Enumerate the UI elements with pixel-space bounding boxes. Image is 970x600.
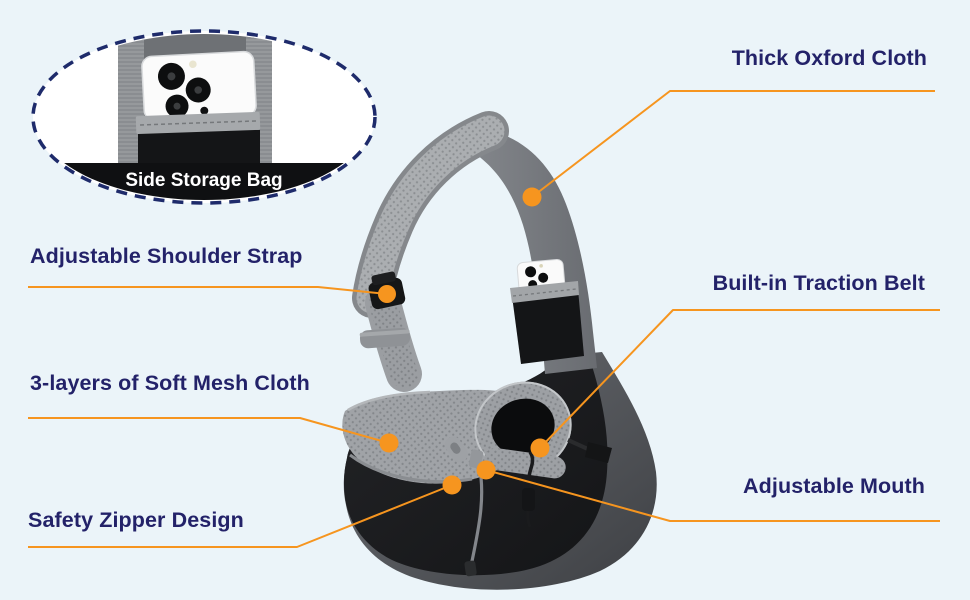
- leader-adjustable-mouth: [485, 469, 940, 522]
- callout-dots: [378, 187, 550, 495]
- dot-safety-zipper-design: [442, 475, 462, 495]
- dot-thick-oxford-cloth: [522, 187, 542, 207]
- magnifier-caption: Side Storage Bag: [125, 170, 283, 191]
- label-safety-zipper-design: Safety Zipper Design: [28, 508, 244, 532]
- label-adjustable-mouth: Adjustable Mouth: [743, 474, 925, 498]
- strap-phone-pocket: [510, 258, 584, 364]
- sling-bag: [342, 111, 657, 590]
- label-three-layers-soft-mesh: 3-layers of Soft Mesh Cloth: [30, 371, 310, 395]
- leader-safety-zipper-design: [28, 484, 453, 548]
- drawstring: [522, 451, 535, 528]
- leader-lines: [28, 90, 940, 548]
- dot-built-in-traction-belt: [530, 438, 550, 458]
- magnifier-phone: [141, 50, 257, 122]
- magnifier-dashed-border: [31, 29, 377, 205]
- label-adjustable-shoulder-strap: Adjustable Shoulder Strap: [30, 244, 303, 268]
- leader-built-in-traction-belt: [539, 309, 940, 449]
- label-built-in-traction-belt: Built-in Traction Belt: [712, 271, 925, 295]
- dot-adjustable-mouth: [476, 460, 496, 480]
- label-thick-oxford-cloth: Thick Oxford Cloth: [731, 46, 927, 70]
- leader-thick-oxford-cloth: [531, 90, 935, 198]
- leader-three-layers-soft-mesh: [28, 417, 390, 444]
- dot-adjustable-shoulder-strap: [378, 285, 396, 303]
- strap-lower-segment: [359, 285, 422, 392]
- leader-adjustable-shoulder-strap: [28, 286, 388, 295]
- dot-three-layers-soft-mesh: [379, 433, 399, 453]
